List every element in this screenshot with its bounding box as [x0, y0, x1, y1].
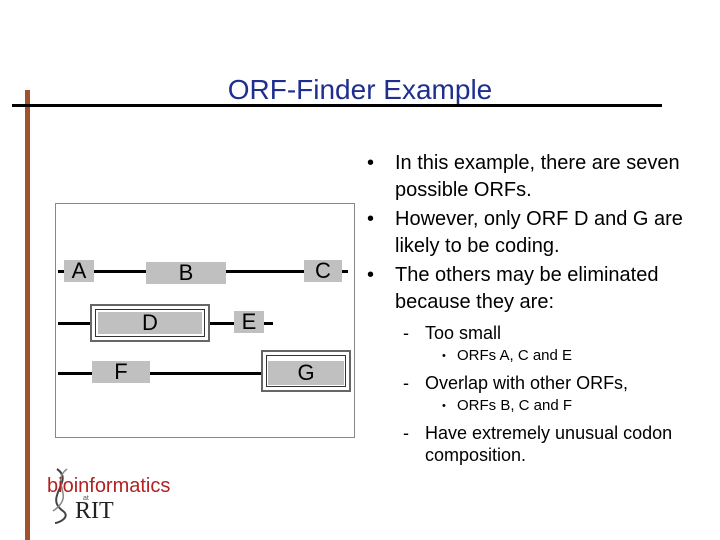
- left-accent-bar: [25, 90, 30, 540]
- dna-helix-icon: [52, 468, 68, 524]
- reading-frame-3-line: [58, 372, 348, 375]
- orf-b-label: B: [178, 260, 194, 285]
- detail-item: •ORFs A, C and E: [442, 347, 573, 364]
- sub-bullet-item: -Overlap with other ORFs,: [403, 373, 629, 393]
- orf-f-label: F: [114, 359, 128, 384]
- orf-c-label: C: [315, 258, 331, 283]
- bullet-text: The others may be eliminated because the…: [395, 264, 659, 313]
- sub-bullet-text: Have extremely unusual codon composition…: [425, 423, 673, 465]
- bullet-item: •However, only ORF D and G are likely to…: [367, 208, 683, 257]
- logo-word: bioinformatics: [47, 475, 171, 497]
- bioinformatics-rit-logo: bioinformatics at RIT: [45, 465, 195, 525]
- bullet-item: •The others may be eliminated because th…: [367, 264, 659, 313]
- detail-item: •ORFs B, C and F: [442, 397, 573, 414]
- bullet-text: In this example, there are seven possibl…: [395, 152, 680, 201]
- sub-bullet-text: Overlap with other ORFs,: [425, 373, 629, 393]
- orf-b-box: B: [146, 260, 226, 285]
- bullet-list: •In this example, there are seven possib…: [365, 150, 685, 466]
- orf-e-box: E: [234, 309, 264, 334]
- slide-title: ORF-Finder Example: [227, 74, 493, 105]
- sub-bullet-item: -Have extremely unusual codon compositio…: [403, 423, 673, 465]
- bullet-text: However, only ORF D and G are likely to …: [395, 208, 683, 257]
- title-underline: [12, 104, 662, 107]
- logo-org: RIT: [75, 498, 114, 524]
- detail-text: ORFs B, C and F: [457, 397, 573, 414]
- sub-bullet-item: -Too small: [403, 323, 502, 343]
- bullet-item: •In this example, there are seven possib…: [367, 152, 680, 201]
- orf-c-box: C: [304, 258, 342, 283]
- orf-f-box: F: [92, 359, 150, 384]
- sub-bullet-text: Too small: [425, 323, 502, 343]
- orf-g-box: G: [268, 360, 344, 385]
- orf-d-label: D: [142, 310, 158, 335]
- detail-text: ORFs A, C and E: [457, 347, 573, 364]
- orf-d-box: D: [98, 310, 202, 335]
- orf-e-label: E: [241, 309, 257, 334]
- orf-g-label: G: [297, 360, 315, 385]
- logo-at: at: [83, 495, 89, 502]
- orf-diagram: A B C D E F G: [55, 203, 355, 438]
- orf-a-box: A: [64, 258, 94, 283]
- orf-a-label: A: [71, 258, 87, 283]
